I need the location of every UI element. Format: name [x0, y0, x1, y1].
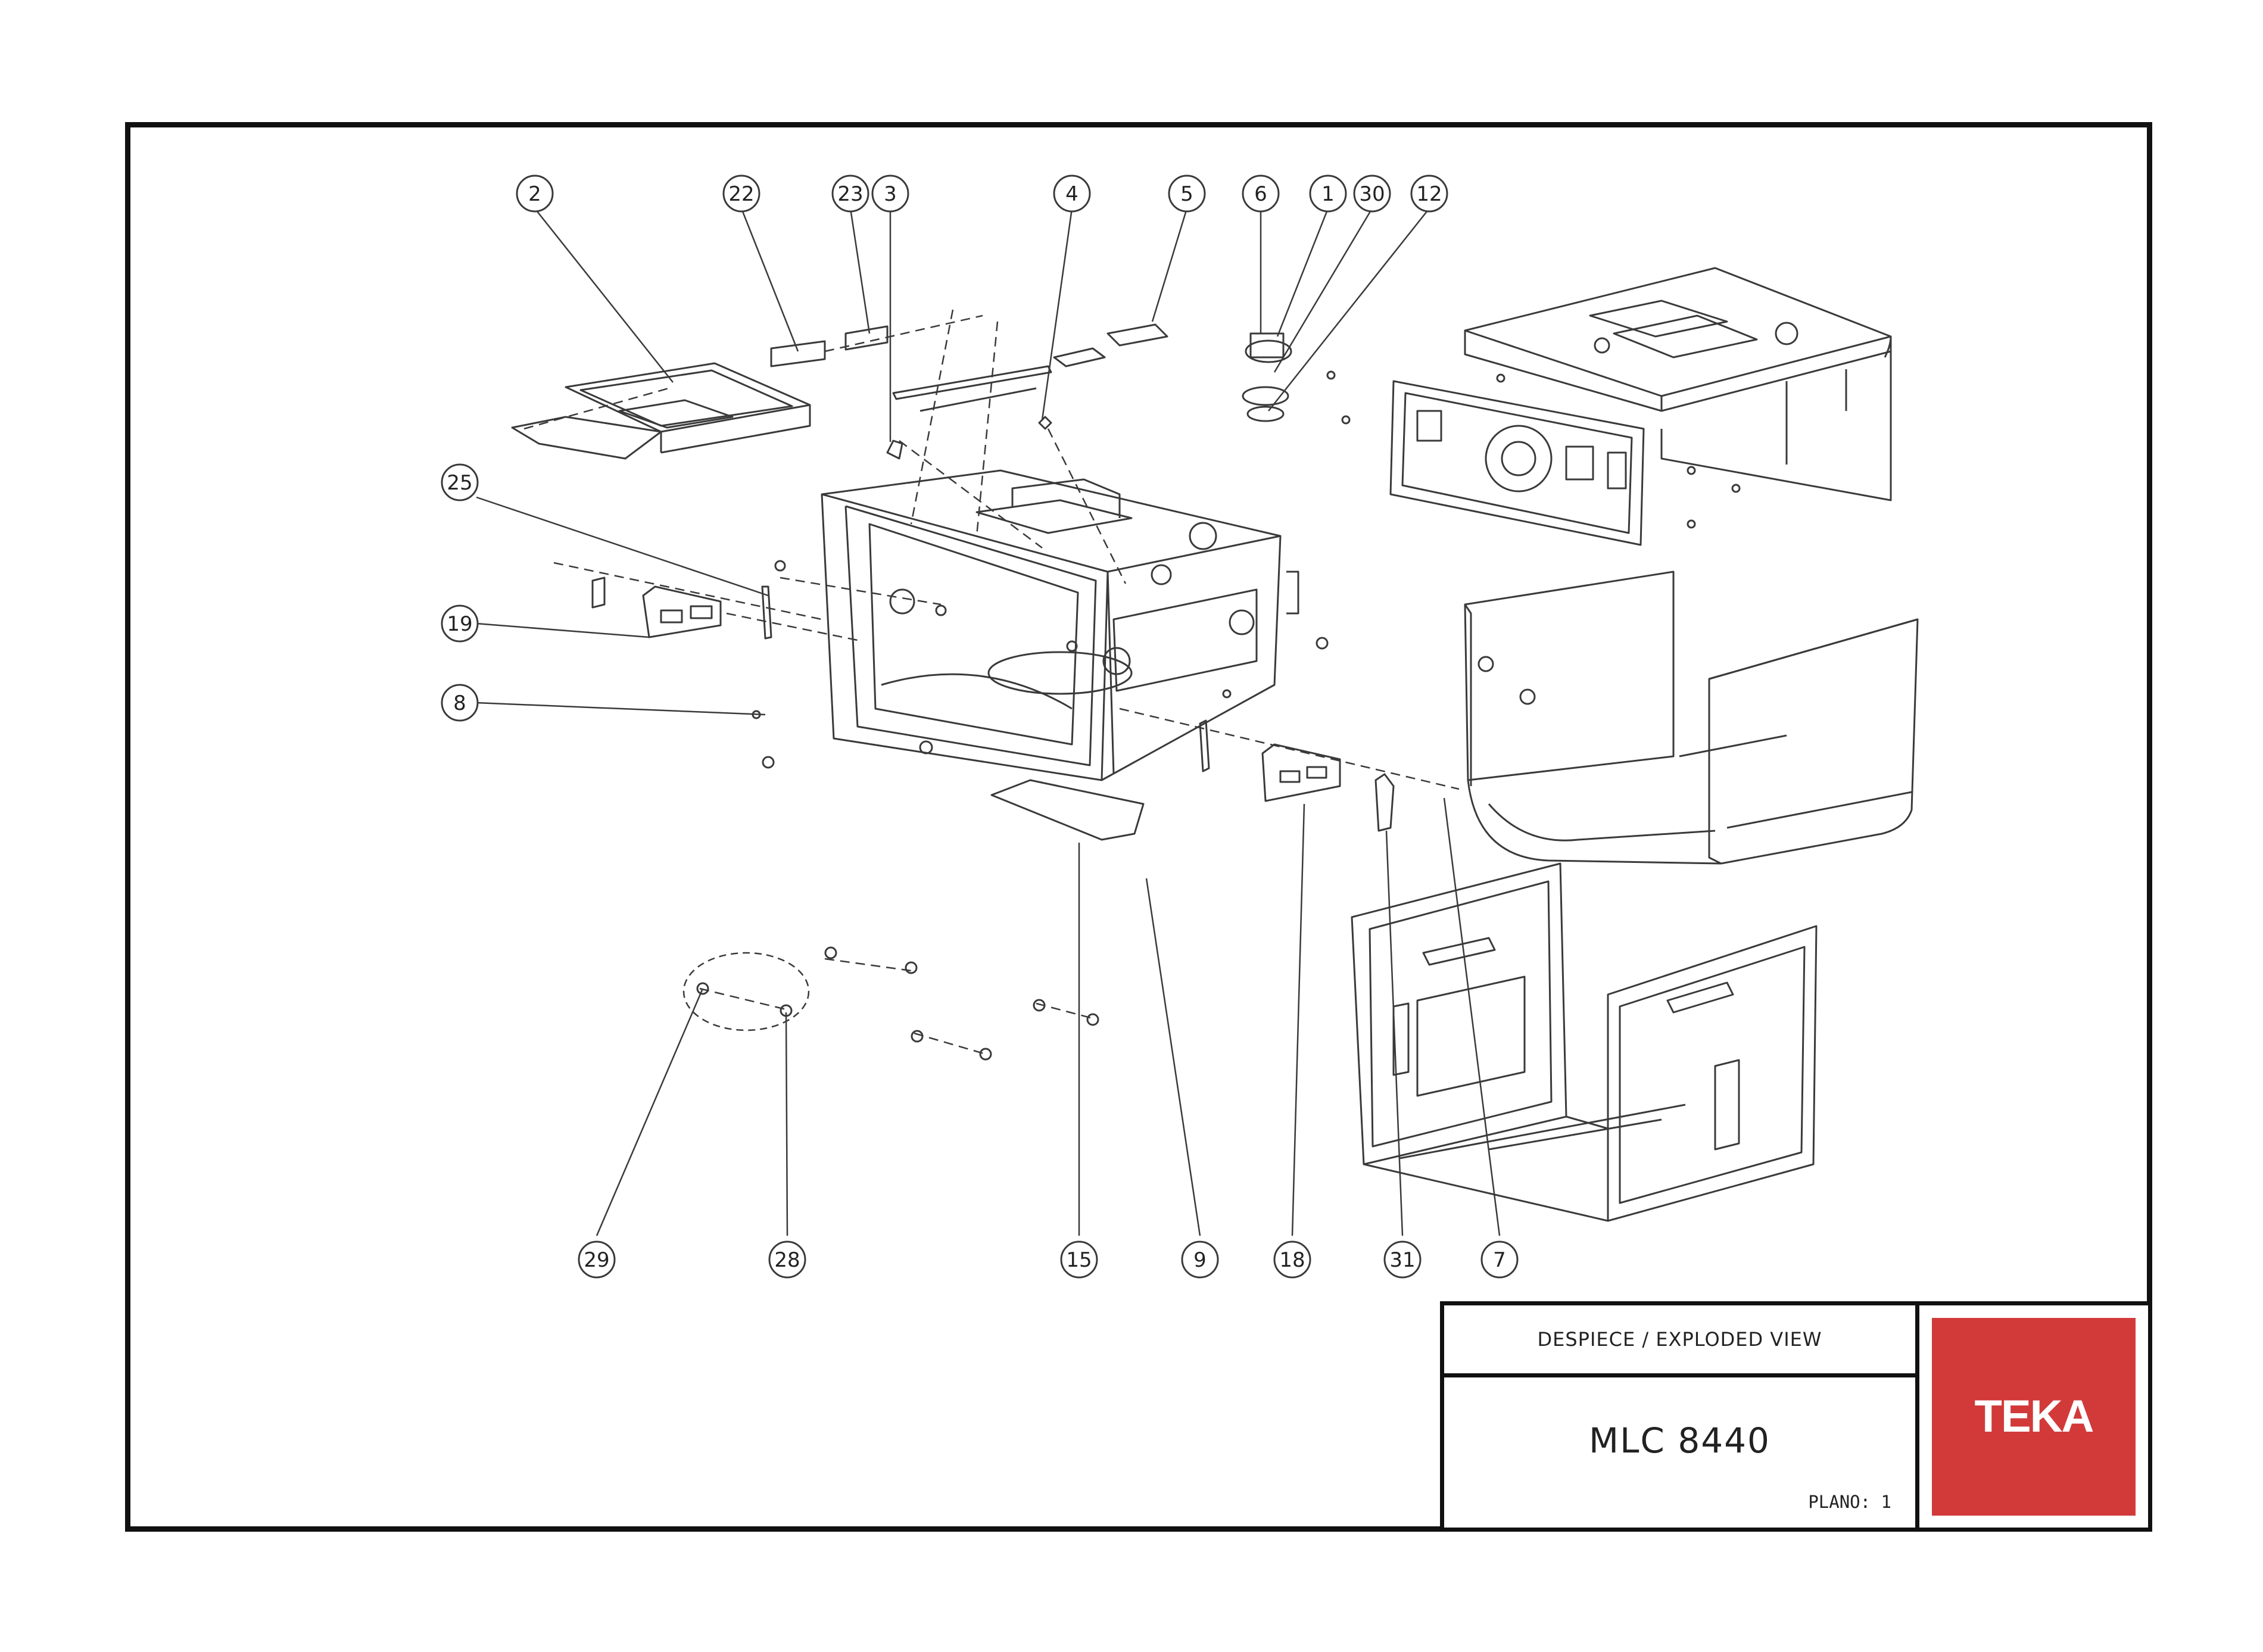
callout-part-28: 28 [768, 1240, 806, 1279]
callout-part-23: 23 [831, 174, 869, 213]
callout-part-2: 2 [516, 174, 554, 213]
callout-label: 19 [447, 612, 472, 636]
callout-part-12: 12 [1410, 174, 1448, 213]
callout-label: 5 [1180, 182, 1193, 206]
callout-label: 4 [1065, 182, 1078, 206]
callout-part-22: 22 [722, 174, 760, 213]
bottom-plate-15 [990, 779, 1145, 841]
callout-part-6: 6 [1242, 174, 1280, 213]
callout-label: 22 [728, 182, 754, 206]
drawing-subtitle: DESPIECE / EXPLODED VIEW [1440, 1301, 1919, 1377]
callout-label: 12 [1416, 182, 1442, 206]
callout-label: 31 [1389, 1248, 1415, 1272]
callout-part-29: 29 [578, 1240, 616, 1279]
lower-chassis-frame [1351, 862, 1818, 1222]
side-bracket-18 [1199, 719, 1395, 832]
callout-part-1: 1 [1309, 174, 1347, 213]
plano-number: PLANO: 1 [1808, 1492, 1891, 1512]
callout-label: 9 [1193, 1248, 1207, 1272]
callout-part-19: 19 [441, 604, 479, 643]
callout-part-30: 30 [1353, 174, 1391, 213]
model-cell: MLC 8440 PLANO: 1 [1440, 1373, 1919, 1532]
callout-part-3: 3 [871, 174, 909, 213]
callout-label: 18 [1279, 1248, 1305, 1272]
bracket-part-22 [770, 325, 889, 367]
callout-part-7: 7 [1480, 1240, 1519, 1279]
outer-top-cover [1464, 267, 1892, 501]
callout-label: 3 [884, 182, 897, 206]
title-block: DESPIECE / EXPLODED VIEW MLC 8440 PLANO:… [1440, 1301, 2152, 1532]
callout-part-15: 15 [1060, 1240, 1098, 1279]
callout-label: 25 [447, 471, 472, 495]
callout-label: 30 [1359, 182, 1385, 206]
callout-label: 7 [1493, 1248, 1506, 1272]
oven-cavity [821, 469, 1299, 781]
rod-part [892, 365, 1052, 400]
motor-part [1242, 332, 1292, 422]
teka-logo: TEKA [1932, 1317, 2136, 1516]
brand-wordmark: TEKA [1974, 1391, 2094, 1442]
model-number: MLC 8440 [1589, 1420, 1770, 1461]
callout-label: 29 [584, 1248, 609, 1272]
callout-part-5: 5 [1168, 174, 1206, 213]
drawing-frame [125, 122, 2152, 1532]
callout-label: 2 [528, 182, 541, 206]
callout-label: 23 [837, 182, 863, 206]
callout-part-9: 9 [1181, 1240, 1219, 1279]
callout-label: 6 [1254, 182, 1267, 206]
callout-label: 15 [1066, 1248, 1092, 1272]
brand-logo-cell: TEKA [1915, 1301, 2152, 1532]
callout-part-25: 25 [441, 463, 479, 501]
callout-part-8: 8 [441, 684, 479, 722]
callout-label: 1 [1321, 182, 1335, 206]
callout-label: 8 [453, 691, 466, 715]
callout-part-4: 4 [1053, 174, 1091, 213]
callout-part-31: 31 [1383, 1240, 1422, 1279]
rear-panel [1389, 380, 1645, 546]
outer-u-shell [1464, 571, 1919, 865]
heater-frame-part [511, 362, 811, 460]
callout-part-18: 18 [1273, 1240, 1311, 1279]
callout-label: 28 [774, 1248, 800, 1272]
